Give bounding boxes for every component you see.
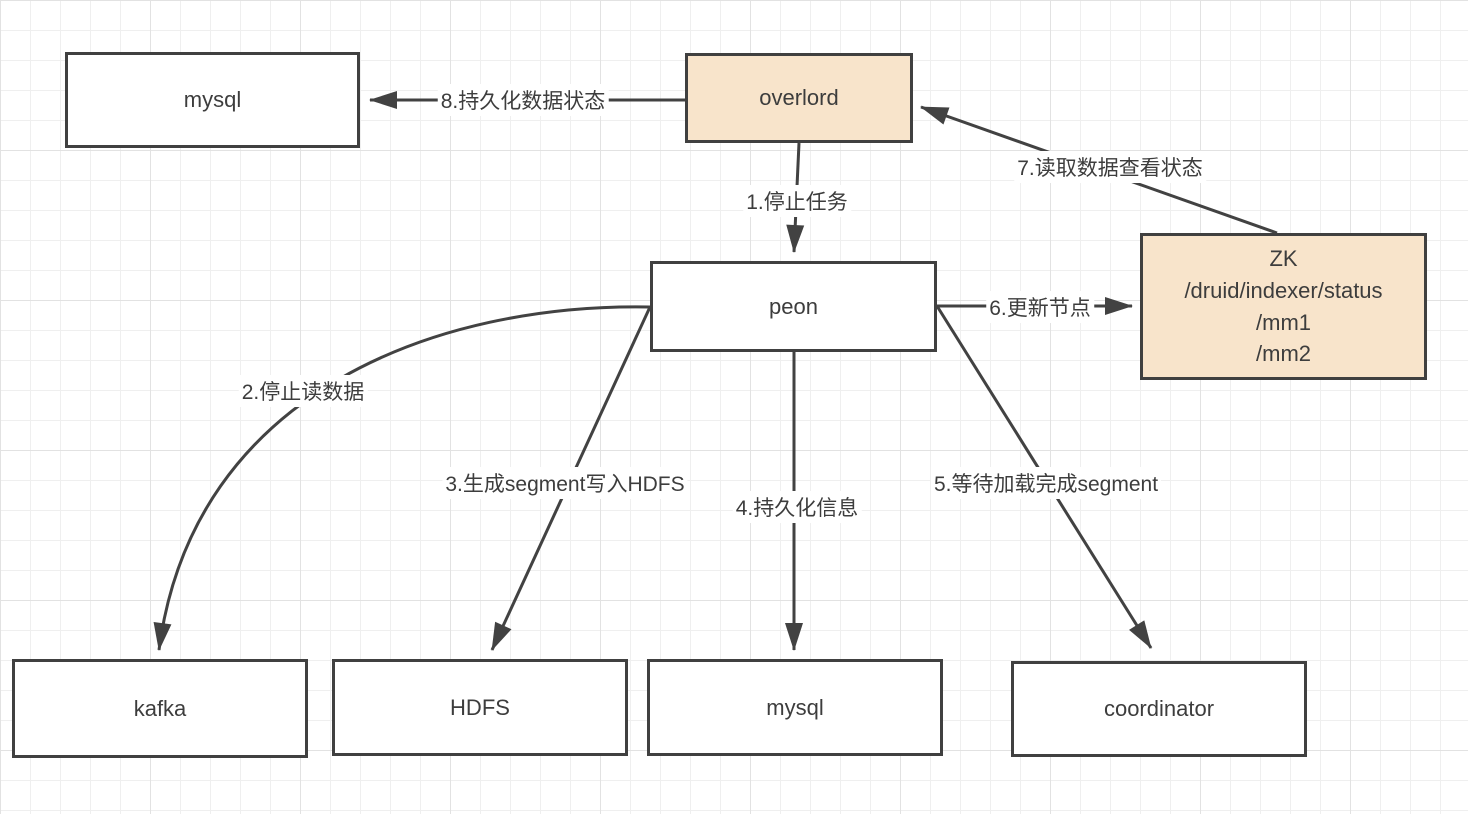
node-mysql-bottom-label: mysql: [766, 694, 824, 720]
node-zk-child1: /mm1: [1256, 309, 1311, 335]
node-mysql-top: mysql: [65, 52, 360, 148]
edge-label-write-segment: 3.生成segment写入HDFS: [442, 467, 688, 499]
node-zk-path: /druid/indexer/status: [1184, 277, 1383, 303]
node-mysql-bottom: mysql: [647, 659, 943, 756]
node-peon: peon: [650, 261, 937, 352]
node-kafka-label: kafka: [133, 695, 187, 721]
node-coordinator: coordinator: [1011, 661, 1307, 757]
node-zk-child2: /mm2: [1256, 341, 1311, 367]
edge-label-wait-segment: 5.等待加载完成segment: [930, 467, 1162, 499]
edge-label-persist-info: 4.持久化信息: [732, 491, 862, 523]
edge-label-persist-state: 8.持久化数据状态: [437, 84, 609, 116]
node-coordinator-label: coordinator: [1103, 696, 1215, 722]
node-zk: ZK /druid/indexer/status /mm1 /mm2: [1140, 233, 1427, 380]
node-zk-title: ZK: [1269, 245, 1298, 271]
edge-label-update-node: 6.更新节点: [986, 291, 1094, 323]
node-kafka: kafka: [12, 659, 308, 758]
node-mysql-top-label: mysql: [183, 87, 242, 113]
node-overlord: overlord: [685, 53, 913, 143]
node-hdfs-label: HDFS: [450, 694, 510, 720]
edge-label-read-status: 7.读取数据查看状态: [1014, 151, 1206, 183]
node-peon-label: peon: [769, 293, 818, 319]
node-hdfs: HDFS: [332, 659, 628, 756]
edge-label-stop-task: 1.停止任务: [743, 185, 851, 217]
edge-label-stop-reading: 2.停止读数据: [238, 375, 368, 407]
node-overlord-label: overlord: [759, 85, 839, 111]
